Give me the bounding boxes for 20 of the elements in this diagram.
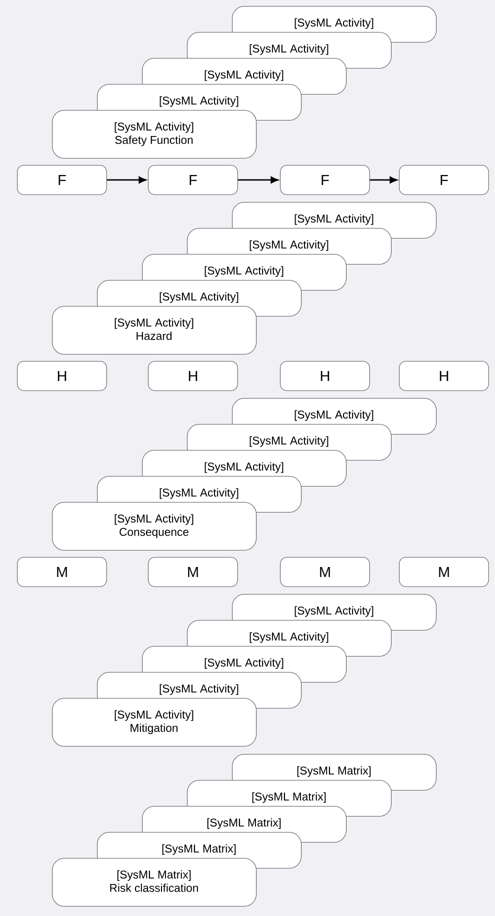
activity-box: [SysML Activity] Hazard [52, 306, 257, 355]
process-box: F [399, 165, 489, 195]
process-box: M [148, 557, 238, 587]
process-box: H [399, 361, 489, 391]
process-box: M [280, 557, 370, 587]
process-box: F [280, 165, 370, 195]
process-box: F [148, 165, 238, 195]
arrow [106, 176, 146, 184]
arrow [238, 176, 278, 184]
activity-box: [SysML Matrix] Risk classification [52, 858, 257, 907]
process-box: M [399, 557, 489, 587]
arrow [370, 176, 398, 184]
process-box: H [280, 361, 370, 391]
process-box: M [17, 557, 107, 587]
process-box: H [17, 361, 107, 391]
activity-box: [SysML Activity] Safety Function [52, 110, 257, 159]
process-box: F [17, 165, 107, 195]
process-box: H [148, 361, 238, 391]
activity-box: [SysML Activity] Mitigation [52, 698, 257, 747]
activity-box: [SysML Activity] Consequence [52, 502, 257, 551]
